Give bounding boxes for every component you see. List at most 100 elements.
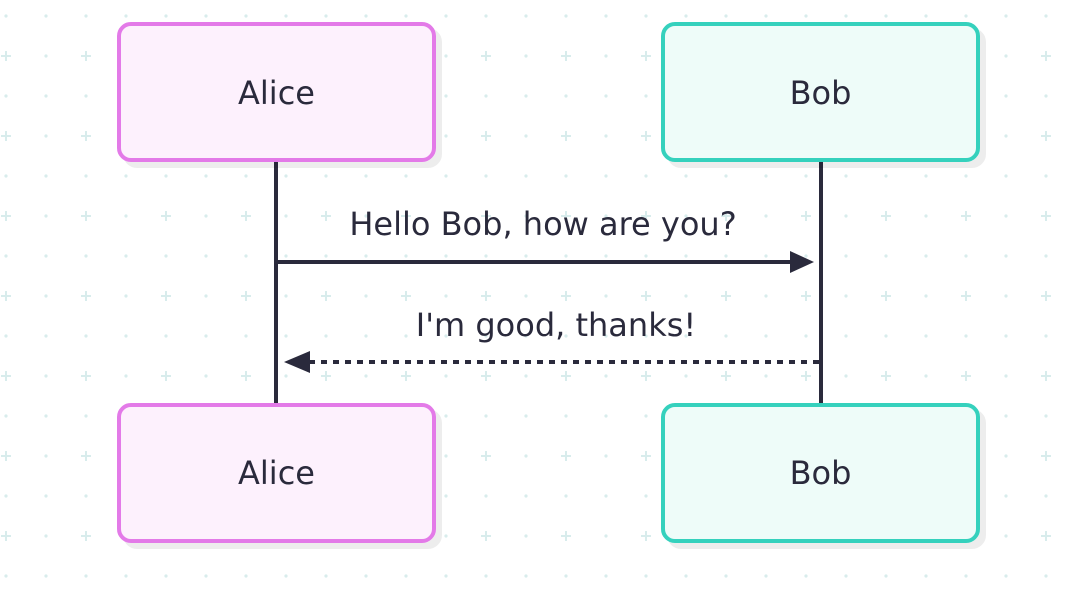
grid-dot [324,14,328,18]
participant-label-alice-bottom: Alice [238,454,315,492]
grid-dot [1004,214,1008,218]
grid-dot [204,174,208,178]
grid-dot [364,374,368,378]
grid-dot [604,214,608,218]
grid-dot [604,414,608,418]
grid-dot [524,334,528,338]
grid-plus-icon [81,291,91,301]
grid-dot [524,454,528,458]
grid-dot [1004,494,1008,498]
participant-label-bob-bottom: Bob [790,454,852,492]
grid-dot [564,334,568,338]
grid-dot [44,174,48,178]
grid-plus-icon [641,371,651,381]
grid-plus-icon [721,291,731,301]
grid-plus-icon [1,51,11,61]
grid-plus-icon [1,451,11,461]
grid-dot [1044,254,1048,258]
grid-dot [564,254,568,258]
grid-plus-icon [1041,531,1051,541]
grid-dot [604,94,608,98]
grid-dot [524,254,528,258]
grid-dot [684,174,688,178]
grid-dot [524,94,528,98]
participant-label-bob-top: Bob [790,74,852,112]
grid-plus-icon [961,371,971,381]
grid-plus-icon [81,211,91,221]
grid-dot [204,294,208,298]
grid-dot [44,54,48,58]
grid-dot [444,374,448,378]
grid-dot [164,174,168,178]
grid-dot [84,94,88,98]
grid-dot [764,334,768,338]
grid-dot [924,294,928,298]
grid-dot [524,574,528,578]
grid-dot [44,254,48,258]
grid-plus-icon [801,371,811,381]
grid-dot [1044,174,1048,178]
grid-dot [564,414,568,418]
grid-plus-icon [881,291,891,301]
grid-dot [524,174,528,178]
grid-dot [164,334,168,338]
grid-dot [284,334,288,338]
grid-dot [604,174,608,178]
grid-dot [684,574,688,578]
grid-dot [44,574,48,578]
grid-dot [964,334,968,338]
grid-dot [124,174,128,178]
grid-plus-icon [161,291,171,301]
grid-dot [444,54,448,58]
grid-dot [444,574,448,578]
grid-dot [604,374,608,378]
grid-dot [444,294,448,298]
grid-dot [444,334,448,338]
grid-dot [844,374,848,378]
grid-plus-icon [241,211,251,221]
grid-dot [604,54,608,58]
grid-dot [924,334,928,338]
grid-dot [404,334,408,338]
grid-plus-icon [81,531,91,541]
grid-dot [484,414,488,418]
grid-dot [564,174,568,178]
grid-dot [764,574,768,578]
grid-dot [44,134,48,138]
grid-dot [284,574,288,578]
grid-plus-icon [241,371,251,381]
grid-plus-icon [1,291,11,301]
grid-dot [1044,94,1048,98]
grid-plus-icon [1,211,11,221]
grid-dot [764,254,768,258]
grid-dot [524,214,528,218]
grid-dot [44,94,48,98]
grid-dot [324,254,328,258]
grid-dot [844,334,848,338]
grid-dot [404,254,408,258]
grid-dot [204,334,208,338]
grid-dot [484,494,488,498]
grid-dot [804,174,808,178]
grid-dot [324,334,328,338]
grid-plus-icon [481,291,491,301]
grid-dot [724,574,728,578]
grid-dot [164,254,168,258]
grid-dot [484,254,488,258]
grid-dot [444,254,448,258]
grid-dot [964,254,968,258]
grid-dot [524,134,528,138]
grid-dot [924,254,928,258]
grid-dot [44,294,48,298]
grid-plus-icon [1,371,11,381]
grid-dot [604,14,608,18]
grid-plus-icon [481,531,491,541]
grid-dot [924,574,928,578]
grid-dot [124,374,128,378]
grid-dot [444,94,448,98]
grid-plus-icon [641,51,651,61]
arrowhead-left-icon [284,351,310,373]
participant-box-bob-bottom: Bob [661,403,980,543]
grid-dot [684,294,688,298]
